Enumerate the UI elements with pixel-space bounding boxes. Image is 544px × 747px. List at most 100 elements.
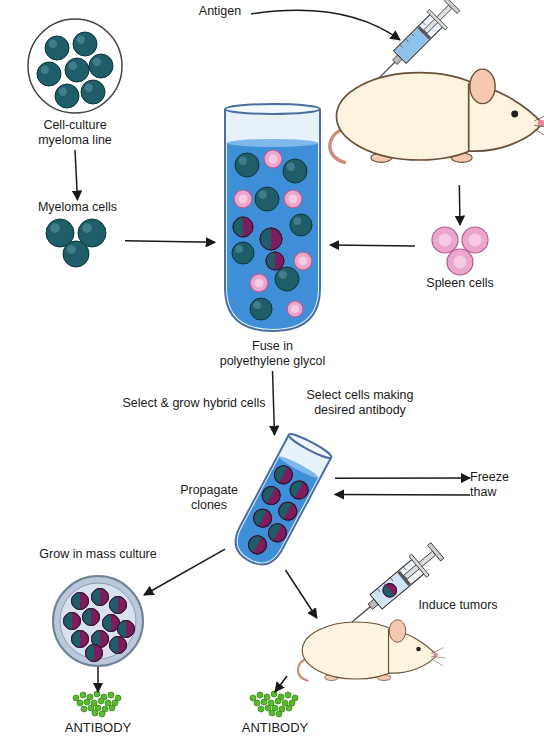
mouse (330, 69, 544, 162)
process-arrow (125, 241, 215, 243)
mouse-whisker (534, 126, 544, 128)
cell-highlight (67, 245, 76, 254)
mouse-whisker (534, 129, 544, 139)
tilted-tube (228, 431, 333, 572)
liquid-surface (227, 139, 318, 147)
test-tube (228, 435, 331, 572)
spleen-cell (284, 190, 302, 208)
antibody-dot (80, 692, 86, 698)
cell-nucleus (255, 279, 264, 288)
syringe-thumb (427, 543, 443, 561)
process-arrow (144, 549, 225, 595)
spleen-cell (294, 252, 312, 270)
cell-highlight (50, 223, 60, 233)
hybrid-half (118, 621, 127, 638)
hybrid-half (233, 217, 243, 237)
cell-group (37, 32, 113, 108)
myeloma-cell (250, 298, 272, 320)
hybrid-outline (259, 483, 283, 507)
culture-flask (28, 19, 122, 113)
syringe-mark (377, 589, 380, 592)
antibody-dot (257, 692, 263, 698)
hybrid-half (260, 228, 271, 250)
cell-highlight (49, 40, 57, 48)
hybrid-outline (110, 637, 127, 654)
spleen-cell (287, 301, 303, 317)
syringe-flange (409, 554, 429, 577)
myeloma-cell (45, 36, 69, 60)
tumor-mouse: Induce tumors (260, 618, 440, 676)
myeloma-cell (275, 267, 299, 291)
hybrid-half (110, 637, 119, 654)
antibody-dot (94, 691, 100, 697)
node-label: Cell-culture myeloma line (20, 118, 130, 148)
antibody-dot (285, 692, 291, 698)
antigen-arrow (251, 10, 400, 40)
tube-rim (287, 431, 333, 461)
cell-highlight (93, 58, 101, 66)
hybrid-outline (271, 463, 295, 487)
antibody-dot (271, 691, 277, 697)
hybrid-half (110, 597, 119, 614)
cell-nucleus (239, 195, 248, 204)
myeloma-cell (232, 242, 254, 264)
hybrid-cell (72, 631, 89, 648)
process-arrow (459, 185, 461, 225)
antibody-dot (105, 700, 111, 706)
hybrid-cell (245, 533, 269, 557)
syringe-thumb (443, 0, 459, 14)
mouse-whisker (534, 112, 544, 121)
cell-group (64, 589, 135, 662)
tube-liquid (227, 143, 318, 329)
antibody-dot (276, 711, 282, 717)
myeloma-cell (235, 153, 259, 177)
node-outline (260, 618, 440, 676)
hybrid-cell (110, 597, 127, 614)
mouse-whisker (431, 659, 442, 666)
freeze-thaw-step: Freeze thaw (470, 468, 522, 504)
hybrid-outline (72, 593, 89, 610)
syringe-mark (423, 22, 426, 25)
hybrid-outline (92, 589, 109, 606)
mouse-whisker (431, 648, 444, 654)
hybrid-cell (72, 593, 89, 610)
cell-highlight (253, 301, 261, 309)
node-label: Antigen (190, 4, 250, 19)
syringe-mark (390, 578, 393, 581)
hybrid-outline (260, 228, 282, 250)
hybrid-half (72, 631, 81, 648)
cell-group (232, 150, 312, 320)
hybrid-cell (83, 609, 100, 626)
antibody-dot (81, 706, 87, 712)
syringe-flange (427, 10, 447, 30)
hybrid-cell (380, 581, 399, 600)
hybrid-outline (103, 615, 120, 632)
step-note: Select cells making desired antibody (290, 388, 430, 418)
syringe-rod (404, 551, 436, 579)
cell-nucleus (299, 257, 308, 266)
node-label: ANTIBODY (225, 720, 325, 735)
cell-nucleus (269, 155, 278, 164)
hybrid-outline (265, 521, 289, 545)
node-outline (225, 435, 335, 570)
antibody-dot (98, 698, 104, 704)
antibody-dot (92, 710, 98, 716)
spleen-cell (462, 227, 488, 253)
syringe-mark (384, 583, 387, 586)
process-arrow (335, 477, 470, 479)
cell-group (46, 219, 106, 267)
hybrid-outline (287, 478, 311, 502)
process-arrow (273, 371, 275, 435)
edge-label: Select & grow hybrid cells (122, 396, 265, 411)
myeloma-cell (255, 187, 279, 211)
process-arrow (330, 244, 415, 246)
myeloma-cell (63, 241, 89, 267)
hybrid-half (64, 613, 73, 630)
node-label: Myeloma cells (30, 200, 125, 215)
mass-culture-dish: Grow in mass culture (52, 575, 144, 667)
mouse-eye (511, 111, 518, 118)
antibody-product: ANTIBODY (235, 692, 315, 740)
clone-tube: Propagate clones (225, 435, 335, 570)
myeloma-cell (283, 159, 307, 183)
process-arrow (335, 494, 470, 496)
